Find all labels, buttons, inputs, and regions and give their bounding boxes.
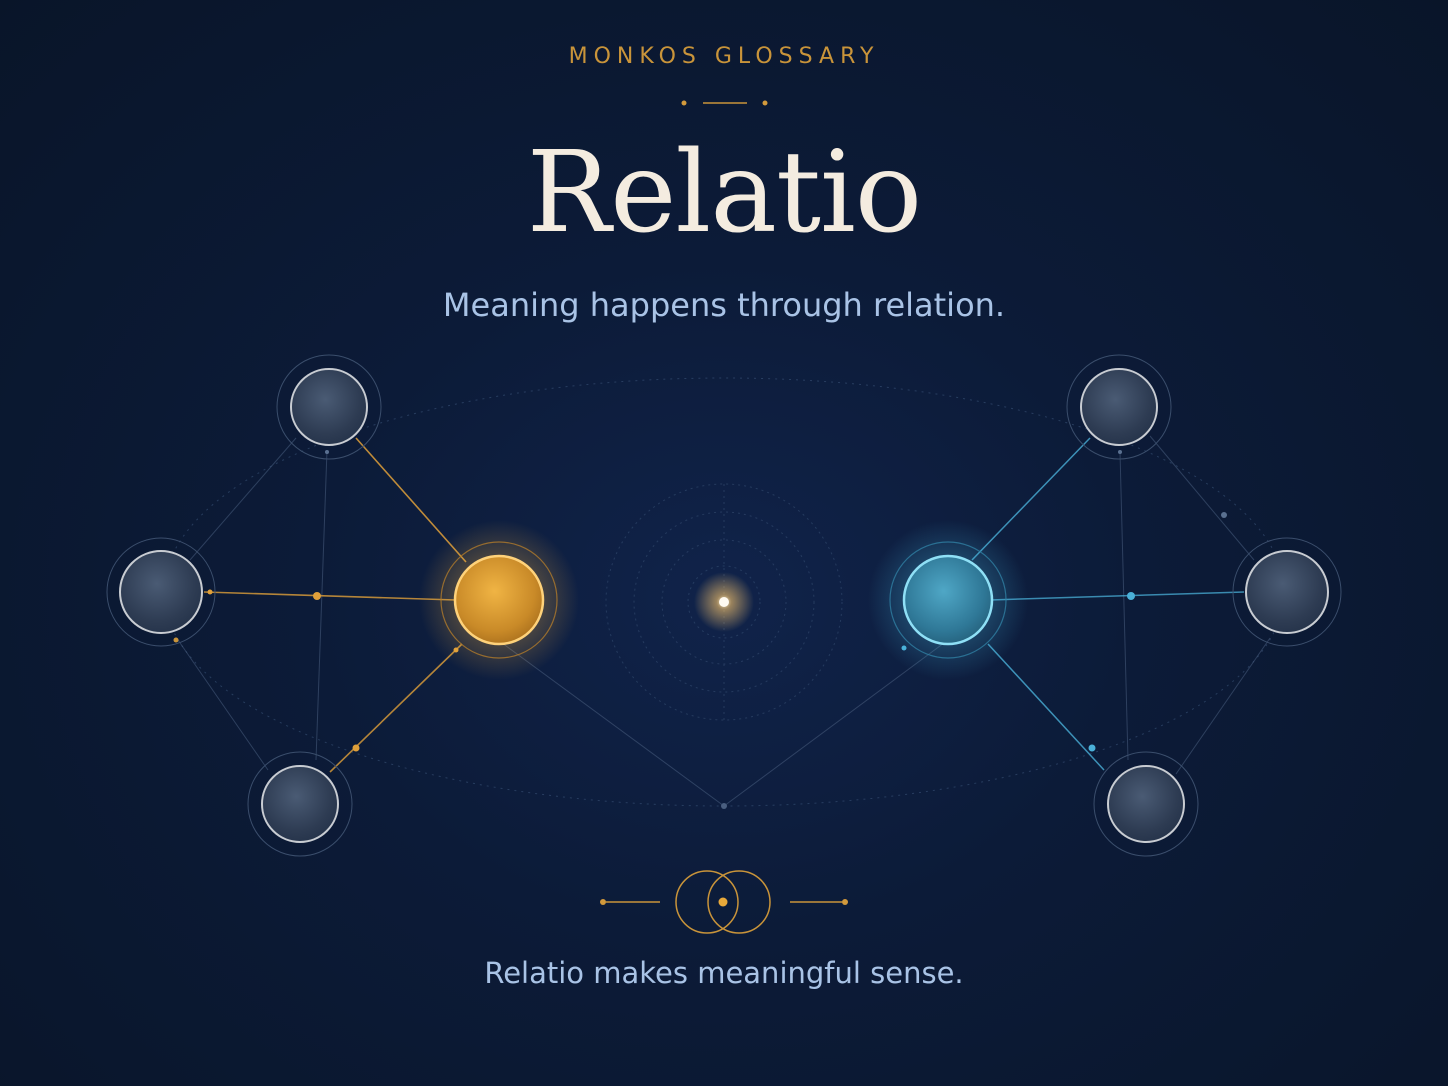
node-top-right	[1066, 354, 1172, 460]
node-mid-right	[1232, 537, 1342, 647]
center-spark	[694, 572, 754, 632]
header-divider-icon	[681, 100, 768, 106]
edge-dots	[173, 450, 1227, 809]
node-bottom-right	[1093, 751, 1199, 857]
page-subtitle: Meaning happens through relation.	[442, 286, 1006, 324]
gold-hub-node	[419, 520, 579, 680]
faint-connections	[177, 435, 1271, 807]
glossary-label: MONKOS GLOSSARY	[568, 44, 880, 69]
node-mid-left	[106, 537, 216, 647]
blue-hub-node	[868, 520, 1028, 680]
overlapping-circles-icon	[600, 870, 848, 934]
footer-caption: Relatio makes meaningful sense.	[484, 956, 964, 990]
node-top-left	[276, 354, 382, 460]
page-title: Relatio	[526, 128, 922, 258]
node-bottom-left	[247, 751, 353, 857]
